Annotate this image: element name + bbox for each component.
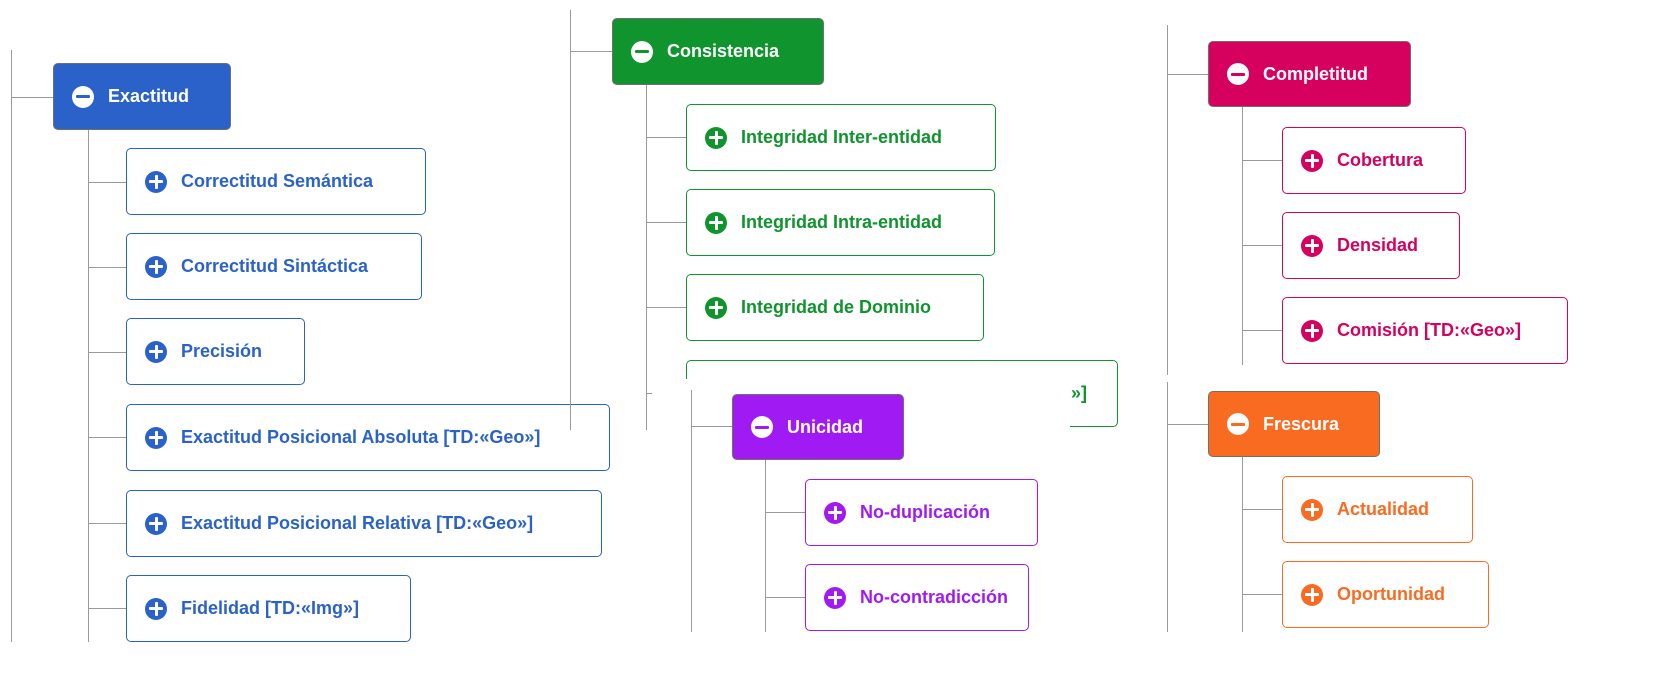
exactitud-children-connector [88,130,89,642]
plus-circle-icon[interactable] [705,211,727,234]
connector [88,267,126,268]
connector [646,137,686,138]
plus-circle-icon[interactable] [705,296,727,319]
node-label: Oportunidad [1337,584,1445,604]
connector [1242,245,1282,246]
exactitud-posicional-absoluta-node[interactable]: Exactitud Posicional Absoluta [TD:«Geo»] [126,404,610,471]
densidad-node[interactable]: Densidad [1282,212,1460,279]
plus-circle-icon[interactable] [1301,149,1323,172]
comision-node[interactable]: Comisión [TD:«Geo»] [1282,297,1568,364]
node-label: Exactitud [108,86,190,106]
actualidad-node[interactable]: Actualidad [1282,476,1473,543]
connector [1242,594,1282,595]
consistencia-node[interactable]: Consistencia [612,18,824,85]
unicidad-root-connector [691,390,692,632]
connector [765,597,805,598]
connector [1242,160,1282,161]
minus-circle-icon[interactable] [751,416,773,438]
node-label: Comisión [TD:«Geo»] [1337,320,1522,340]
consistencia-branch-connector [570,51,612,52]
connector [646,222,686,223]
node-label: Integridad de Dominio [741,297,932,317]
plus-circle-icon[interactable] [1301,234,1323,257]
node-label: Actualidad [1337,499,1430,519]
node-label: Densidad [1337,235,1419,255]
connector [88,523,126,524]
node-label: Exactitud Posicional Absoluta [TD:«Geo»] [181,427,541,447]
no-contradiccion-node[interactable]: No-contradicción [805,564,1029,631]
completitud-root-connector [1167,25,1168,375]
precision-node[interactable]: Precisión [126,318,305,385]
plus-circle-icon[interactable] [145,340,167,363]
completitud-branch-connector [1167,74,1208,75]
plus-circle-icon[interactable] [145,426,167,449]
correctitud-sintactica-node[interactable]: Correctitud Sintáctica [126,233,422,300]
connector [88,437,126,438]
connector [1242,509,1282,510]
minus-circle-icon[interactable] [1227,413,1249,435]
node-label: Cobertura [1337,150,1424,170]
minus-circle-icon[interactable] [1227,63,1249,85]
completitud-children-connector [1242,107,1243,365]
node-label: No-contradicción [860,587,1009,607]
connector [1242,330,1282,331]
connector [765,512,805,513]
plus-circle-icon[interactable] [145,597,167,620]
exactitud-branch-connector [11,97,53,98]
node-label: Integridad Intra-entidad [741,212,943,232]
exactitud-root-connector [11,50,12,642]
plus-circle-icon[interactable] [705,126,727,149]
cobertura-node[interactable]: Cobertura [1282,127,1466,194]
oportunidad-node[interactable]: Oportunidad [1282,561,1489,628]
plus-circle-icon[interactable] [1301,583,1323,606]
node-label: Consistencia [667,41,780,61]
plus-circle-icon[interactable] [145,512,167,535]
connector [646,307,686,308]
node-label: Correctitud Semántica [181,171,374,191]
node-label: »] [1070,383,1087,403]
minus-circle-icon[interactable] [631,40,653,63]
node-label: Unicidad [787,416,864,437]
node-label: Integridad Inter-entidad [741,127,943,147]
completitud-node[interactable]: Completitud [1208,41,1411,107]
node-label: Frescura [1263,413,1340,434]
minus-circle-icon[interactable] [72,85,94,108]
integridad-de-dominio-node[interactable]: Integridad de Dominio [686,274,984,341]
consistencia-children-connector [646,85,647,430]
fidelidad-node[interactable]: Fidelidad [TD:«Img»] [126,575,411,642]
exactitud-node[interactable]: Exactitud [53,63,231,130]
plus-circle-icon[interactable] [824,501,846,524]
correctitud-semantica-node[interactable]: Correctitud Semántica [126,148,426,215]
connector [88,608,126,609]
consistencia-root-connector [570,10,571,430]
frescura-children-connector [1242,457,1243,632]
node-label: Fidelidad [TD:«Img»] [181,598,360,618]
connector [88,352,126,353]
plus-circle-icon[interactable] [1301,498,1323,521]
plus-circle-icon[interactable] [1301,319,1323,342]
node-label: No-duplicación [860,502,990,522]
unicidad-children-connector [765,460,766,632]
node-label: Precisión [181,341,263,361]
plus-circle-icon[interactable] [145,170,167,193]
unicidad-branch-connector [691,426,732,427]
node-label: Correctitud Sintáctica [181,256,369,276]
no-duplicacion-node[interactable]: No-duplicación [805,479,1038,546]
integridad-inter-entidad-node[interactable]: Integridad Inter-entidad [686,104,996,171]
plus-circle-icon[interactable] [824,586,846,609]
frescura-node[interactable]: Frescura [1208,391,1380,457]
exactitud-posicional-relativa-node[interactable]: Exactitud Posicional Relativa [TD:«Geo»] [126,490,602,557]
integridad-intra-entidad-node[interactable]: Integridad Intra-entidad [686,189,995,256]
connector [88,182,126,183]
node-label: Completitud [1263,63,1368,84]
node-label: Exactitud Posicional Relativa [TD:«Geo»] [181,513,534,533]
frescura-branch-connector [1167,424,1208,425]
unicidad-node[interactable]: Unicidad [732,394,904,460]
plus-circle-icon[interactable] [145,255,167,278]
frescura-root-connector [1167,382,1168,632]
